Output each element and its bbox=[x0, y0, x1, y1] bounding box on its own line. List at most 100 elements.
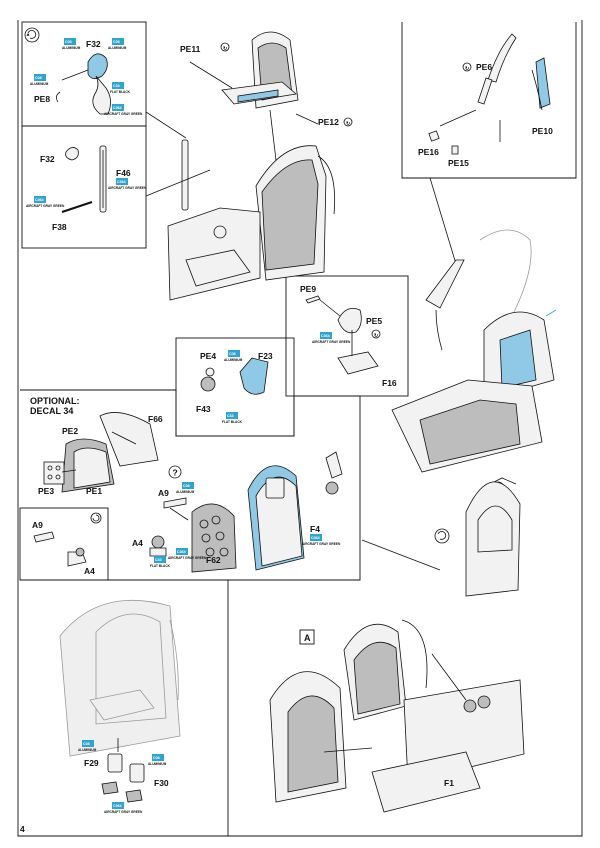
svg-text:C08: C08 bbox=[183, 484, 190, 488]
svg-text:C364: C364 bbox=[35, 198, 44, 202]
cockpit-frame-upper bbox=[167, 145, 335, 301]
label-f46: F46 bbox=[116, 168, 131, 178]
svg-text:C08: C08 bbox=[229, 352, 236, 356]
f29-f30-pedals bbox=[101, 738, 145, 803]
label-pe9: PE9 bbox=[300, 284, 316, 294]
svg-text:C364: C364 bbox=[113, 804, 122, 808]
pe9-pedal-part bbox=[305, 295, 379, 375]
label-f38: F38 bbox=[52, 222, 67, 232]
panel-frames bbox=[17, 20, 583, 837]
page-number: 4 bbox=[20, 824, 25, 834]
svg-text:C08: C08 bbox=[65, 40, 72, 44]
label-pe1: PE1 bbox=[86, 486, 102, 496]
optional-marker-icon: ? bbox=[168, 465, 182, 479]
label-pe4: PE4 bbox=[200, 351, 216, 361]
label-f66: F66 bbox=[148, 414, 163, 424]
label-pe2: PE2 bbox=[62, 426, 78, 436]
paint-callout-aluminium: C08 ALUMINIUM bbox=[108, 38, 127, 50]
svg-text:C08: C08 bbox=[113, 40, 120, 44]
svg-text:FLAT BLACK: FLAT BLACK bbox=[110, 90, 131, 94]
svg-text:↻: ↻ bbox=[465, 66, 469, 72]
label-a4: A4 bbox=[84, 566, 95, 576]
svg-text:FLAT BLACK: FLAT BLACK bbox=[222, 420, 243, 424]
label-pe5: PE5 bbox=[366, 316, 382, 326]
svg-text:ALUMINIUM: ALUMINIUM bbox=[62, 46, 81, 50]
svg-text:↻: ↻ bbox=[374, 333, 378, 339]
label-a4: A4 bbox=[132, 538, 143, 548]
svg-text:AIRCRAFT GRAY GREEN: AIRCRAFT GRAY GREEN bbox=[302, 542, 341, 546]
paint-callout-flat-black: C33 FLAT BLACK bbox=[150, 556, 171, 568]
paint-callout-grey-green: C364 AIRCRAFT GRAY GREEN bbox=[104, 104, 143, 116]
label-f30: F30 bbox=[154, 778, 169, 788]
harness-straps bbox=[428, 33, 551, 265]
svg-text:↻: ↻ bbox=[223, 46, 227, 52]
label-f43: F43 bbox=[196, 404, 211, 414]
label-f16: F16 bbox=[382, 378, 397, 388]
paint-callout-grey-green: C364 AIRCRAFT GRAY GREEN bbox=[104, 802, 143, 814]
seat-assembly bbox=[189, 31, 319, 161]
svg-text:C08: C08 bbox=[83, 742, 90, 746]
paint-callouts: C08 ALUMINIUM C08 ALUMINIUM C33 FLAT BLA… bbox=[26, 38, 351, 814]
paint-callout-flat-black: C33 FLAT BLACK bbox=[110, 82, 131, 94]
a9-a4-parts bbox=[149, 497, 189, 557]
step-marker-box bbox=[299, 629, 315, 645]
label-a9: A9 bbox=[32, 520, 43, 530]
paint-callout-aluminium: C08 ALUMINIUM bbox=[30, 74, 49, 86]
paint-callout-aluminium: C08 ALUMINIUM bbox=[62, 38, 81, 50]
main-assembly-bottom bbox=[269, 619, 525, 813]
svg-text:AIRCRAFT GRAY GREEN: AIRCRAFT GRAY GREEN bbox=[168, 556, 207, 560]
optional-note-line1: OPTIONAL: bbox=[30, 396, 80, 406]
svg-text:C364: C364 bbox=[311, 536, 320, 540]
svg-text:AIRCRAFT GRAY GREEN: AIRCRAFT GRAY GREEN bbox=[104, 810, 143, 814]
paint-callout-aluminium: C08 ALUMINIUM bbox=[224, 350, 243, 362]
svg-text:ALUMINIUM: ALUMINIUM bbox=[148, 762, 167, 766]
svg-text:AIRCRAFT GRAY GREEN: AIRCRAFT GRAY GREEN bbox=[108, 186, 147, 190]
svg-text:C364: C364 bbox=[113, 106, 122, 110]
label-f4: F4 bbox=[310, 524, 320, 534]
f32-side-bracket bbox=[65, 147, 79, 161]
paint-callout-grey-green: C364 AIRCRAFT GRAY GREEN bbox=[168, 548, 207, 560]
svg-text:FLAT BLACK: FLAT BLACK bbox=[150, 564, 171, 568]
pe3-gauge-faces bbox=[43, 461, 65, 485]
svg-text:ALUMINIUM: ALUMINIUM bbox=[78, 748, 97, 752]
label-pe10: PE10 bbox=[532, 126, 553, 136]
svg-text:AIRCRAFT GRAY GREEN: AIRCRAFT GRAY GREEN bbox=[312, 340, 351, 344]
label-f62: F62 bbox=[206, 555, 221, 565]
paint-callout-grey-green: C364 AIRCRAFT GRAY GREEN bbox=[302, 534, 341, 546]
svg-text:AIRCRAFT GRAY GREEN: AIRCRAFT GRAY GREEN bbox=[104, 112, 143, 116]
label-f23: F23 bbox=[258, 351, 273, 361]
label-f32: F32 bbox=[40, 154, 55, 164]
paint-callout-grey-green: C364 AIRCRAFT GRAY GREEN bbox=[312, 332, 351, 344]
inset-box-side-rail bbox=[21, 125, 147, 249]
svg-text:?: ? bbox=[173, 468, 178, 478]
cockpit-assembly-right bbox=[391, 229, 557, 495]
label-f1: F1 bbox=[444, 778, 454, 788]
f62-instrument-panel bbox=[191, 503, 237, 573]
f38-rod bbox=[61, 201, 93, 213]
svg-text:ALUMINIUM: ALUMINIUM bbox=[224, 358, 243, 362]
f32-harness-bracket bbox=[56, 53, 111, 115]
label-pe16: PE16 bbox=[418, 147, 439, 157]
bend-symbol-icon: ↻ ↻ ↻ ↻ bbox=[220, 42, 472, 339]
svg-text:C33: C33 bbox=[155, 558, 162, 562]
svg-text:ALUMINIUM: ALUMINIUM bbox=[108, 46, 127, 50]
part-labels: F32 PE8 F32 F46 F38 PE11 PE12 PE6 PE16 P… bbox=[20, 39, 553, 834]
svg-text:AIRCRAFT GRAY GREEN: AIRCRAFT GRAY GREEN bbox=[26, 204, 65, 208]
ghost-cockpit-view bbox=[59, 599, 181, 757]
svg-text:C33: C33 bbox=[227, 414, 234, 418]
svg-text:C364: C364 bbox=[117, 180, 126, 184]
f4-bulkhead bbox=[247, 451, 343, 571]
label-pe3: PE3 bbox=[38, 486, 54, 496]
svg-text:↻: ↻ bbox=[346, 121, 350, 127]
label-f29: F29 bbox=[84, 758, 99, 768]
label-pe15: PE15 bbox=[448, 158, 469, 168]
svg-text:ALUMINIUM: ALUMINIUM bbox=[176, 490, 195, 494]
svg-text:C364: C364 bbox=[177, 550, 186, 554]
bend-symbol-icon bbox=[90, 512, 102, 524]
inset-a9-parts bbox=[33, 531, 87, 567]
step-marker: A bbox=[304, 633, 311, 643]
svg-text:C33: C33 bbox=[113, 84, 120, 88]
paint-callout-grey-green: C364 AIRCRAFT GRAY GREEN bbox=[108, 178, 147, 190]
svg-text:C08: C08 bbox=[153, 756, 160, 760]
